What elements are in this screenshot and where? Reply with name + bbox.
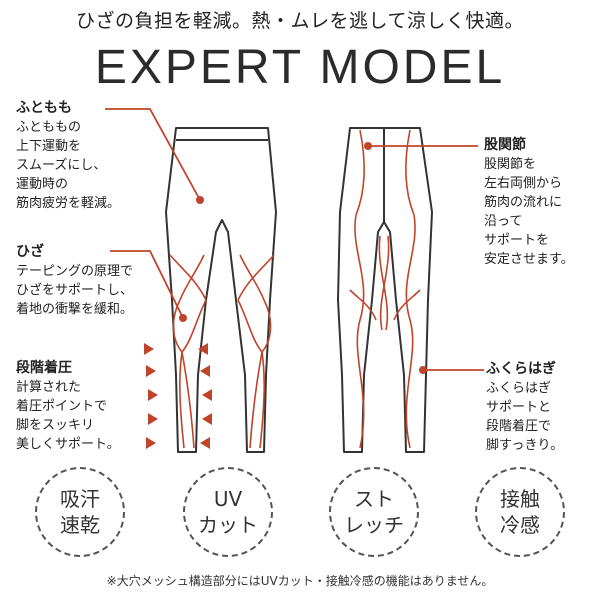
callout-knee-body: テーピングの原理で ひざをサポートし、 着地の衝撃を緩和。 [16,264,134,317]
callout-thigh-body: ふとももの 上下運動を スムーズにし、 運動時の 筋肉疲労を軽減。 [16,120,121,211]
callout-knee-title: ひざ [16,244,44,260]
model-title: EXPERT MODEL [94,41,506,94]
footnote: ※大穴メッシュ構造部分にはUVカット・接触冷感の機能はありません。 [106,574,494,588]
tagline: ひざの負担を軽減。熱・ムレを逃して涼しく快適。 [76,10,524,32]
callout-calf: ふくらはぎ ふくらはぎ サポートと 段階着圧で 脚すっきり。 [486,360,563,455]
badge-uv-cut: UV カット [183,467,273,557]
callout-hip: 股関節 股関節を 左右両側から 筋肉の流れに 沿って サポートを 安定させます。 [484,136,574,269]
callout-graduated-title: 段階着圧 [16,360,72,376]
callout-hip-title: 股関節 [484,137,526,153]
callout-knee: ひざ テーピングの原理で ひざをサポートし、 着地の衝撃を緩和。 [16,243,133,319]
badge-cool-touch: 接触 冷感 [475,467,565,557]
callout-graduated-body: 計算された 着圧ポイントで 脚をスッキリ 美しくサポート。 [16,380,120,452]
callout-calf-body: ふくらはぎ サポートと 段階着圧で 脚すっきり。 [486,381,564,453]
compression-arrow-icon [144,343,212,449]
callout-graduated: 段階着圧 計算された 着圧ポイントで 脚をスッキリ 美しくサポート。 [16,359,120,454]
callout-calf-title: ふくらはぎ [486,361,556,377]
callout-hip-body: 股関節を 左右両側から 筋肉の流れに 沿って サポートを 安定させます。 [484,157,574,267]
callout-thigh: ふともも ふとももの 上下運動を スムーズにし、 運動時の 筋肉疲労を軽減。 [16,99,120,213]
badge-quick-dry: 吸汗 速乾 [35,467,125,557]
badge-stretch: スト レッチ [329,467,419,557]
pants-back-illustration [337,127,433,453]
callout-thigh-title: ふともも [16,100,72,116]
